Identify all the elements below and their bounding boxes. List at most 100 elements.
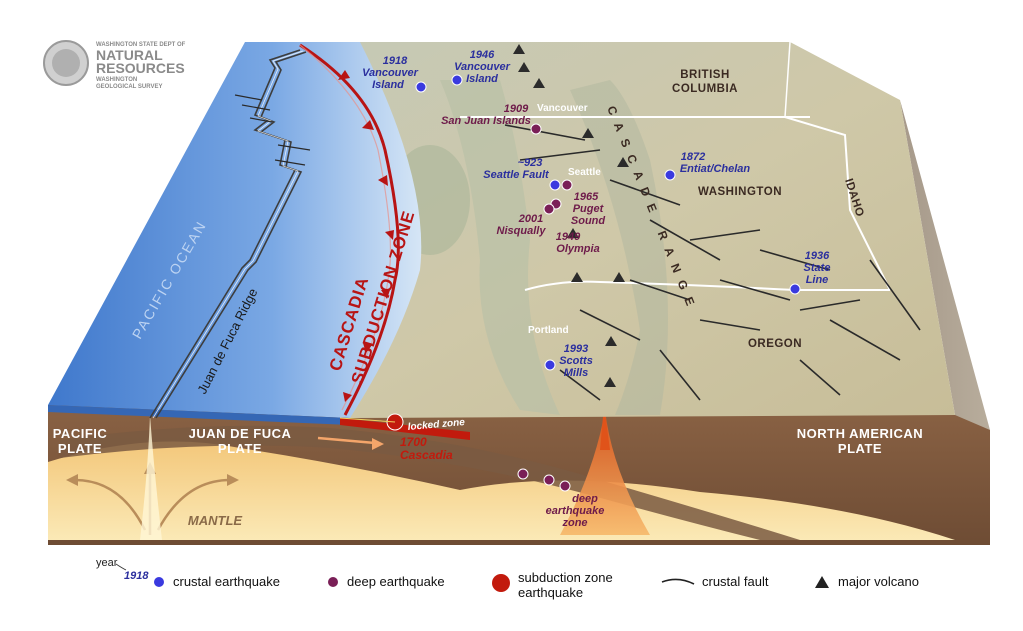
dnr-logo: WASHINGTON STATE DEPT OF NATURAL RESOURC… bbox=[43, 40, 186, 90]
bc-border bbox=[784, 41, 791, 118]
triangle-icon bbox=[604, 377, 616, 387]
legend-deep-earthquake: deep earthquake bbox=[347, 574, 445, 589]
eq-label: 2001 bbox=[518, 213, 543, 225]
eq-label: Mills bbox=[564, 367, 588, 379]
legend-crustal-fault: crustal fault bbox=[702, 574, 769, 589]
eq-label: Nisqually bbox=[497, 225, 547, 237]
legend-year-word: year bbox=[96, 557, 118, 569]
eq-label: 1949 bbox=[556, 231, 581, 243]
cascadia-1700-label-2: Cascadia bbox=[400, 448, 453, 462]
triangle-icon bbox=[582, 128, 594, 138]
deep-earthquakes-section bbox=[517, 468, 571, 492]
jdf-plate-label-2: PLATE bbox=[218, 441, 262, 456]
eq-label: 1965 bbox=[574, 191, 599, 203]
eq-label: Vancouver bbox=[362, 67, 419, 79]
puget-lowland bbox=[440, 80, 560, 415]
deep-zone-label-3: zone bbox=[561, 517, 587, 529]
pacific-plate-label-1: PACIFIC bbox=[53, 426, 108, 441]
deep-zone-label-2: earthquake bbox=[546, 505, 605, 517]
eq-label: 1936 bbox=[805, 250, 830, 262]
eq-label: 1918 bbox=[383, 55, 408, 67]
mantle-layer bbox=[48, 441, 955, 540]
ocean-surface bbox=[48, 42, 422, 418]
seattle-label: Seattle bbox=[568, 167, 601, 178]
map-earthquakes bbox=[415, 74, 801, 371]
oregon-label: OREGON bbox=[748, 338, 802, 350]
legend-year-example: 1918 bbox=[124, 570, 149, 582]
magma-conduit bbox=[600, 405, 610, 450]
eq-label: Sound bbox=[571, 215, 605, 227]
eq-label: Puget bbox=[573, 203, 605, 215]
triangle-icon bbox=[617, 157, 629, 167]
triangle-icon bbox=[567, 228, 579, 238]
triangle-icon bbox=[571, 272, 583, 282]
logo-line4: WASHINGTON bbox=[96, 77, 137, 83]
eq-label: 1872 bbox=[681, 151, 705, 163]
logo-line2: NATURAL bbox=[96, 47, 163, 63]
eq-label: State bbox=[804, 262, 831, 274]
political-borders bbox=[460, 116, 891, 291]
earthquake-labels: 1918 Vancouver Island 1946 Vancouver Isl… bbox=[362, 49, 830, 379]
jdf-plate-label-1: JUAN DE FUCA bbox=[189, 426, 292, 441]
legend-major-volcano: major volcano bbox=[838, 574, 919, 589]
ocean-front-edge bbox=[48, 405, 350, 425]
eq-label: Vancouver bbox=[454, 61, 511, 73]
subducting-slab bbox=[60, 425, 800, 540]
na-plate-label-1: NORTH AMERICAN bbox=[797, 426, 923, 441]
circle-icon bbox=[664, 169, 676, 181]
eq-label: 1946 bbox=[470, 49, 495, 61]
pacific-plate-label-2: PLATE bbox=[58, 441, 102, 456]
british-columbia-label-1: BRITISH bbox=[680, 69, 730, 81]
magma-plume bbox=[560, 410, 650, 535]
triangle-icon bbox=[613, 272, 625, 282]
british-columbia-label-2: COLUMBIA bbox=[672, 83, 738, 95]
locked-zone-band bbox=[340, 418, 470, 440]
circle-icon bbox=[789, 283, 801, 295]
legend-subduction-2: earthquake bbox=[518, 585, 583, 600]
circle-icon bbox=[530, 123, 542, 135]
eq-label: Olympia bbox=[556, 243, 599, 255]
washington-label: WASHINGTON bbox=[698, 186, 782, 198]
eq-label: Seattle Fault bbox=[483, 169, 550, 181]
circle-icon bbox=[415, 81, 427, 93]
triangle-icon bbox=[518, 62, 530, 72]
circle-icon bbox=[492, 574, 510, 592]
legend-crustal-earthquake: crustal earthquake bbox=[173, 574, 280, 589]
portland-label: Portland bbox=[528, 325, 569, 336]
circle-icon bbox=[544, 359, 556, 371]
eq-label: Island bbox=[372, 79, 404, 91]
eq-label: Entiat/Chelan bbox=[680, 163, 751, 175]
eq-label: Island bbox=[466, 73, 498, 85]
mantle-label: MANTLE bbox=[188, 513, 242, 528]
circle-icon bbox=[517, 468, 529, 480]
triangle-icon bbox=[533, 78, 545, 88]
volcano-icons bbox=[513, 44, 629, 387]
logo-line1: WASHINGTON STATE DEPT OF bbox=[96, 42, 186, 48]
na-plate-label-2: PLATE bbox=[838, 441, 882, 456]
cascade-range-shading bbox=[570, 80, 668, 415]
subduction-teeth bbox=[338, 70, 394, 402]
eq-label: 1909 bbox=[504, 103, 529, 115]
circle-icon bbox=[154, 577, 164, 587]
crustal-faults bbox=[504, 124, 921, 401]
plate-motion-arrow bbox=[317, 436, 376, 445]
eq-label: Line bbox=[806, 274, 829, 286]
fault-line-icon bbox=[661, 578, 695, 585]
triangle-icon bbox=[605, 336, 617, 346]
circle-icon bbox=[549, 179, 561, 191]
circle-icon bbox=[543, 203, 555, 215]
locked-zone-label: locked zone bbox=[407, 417, 465, 433]
triangle-icon bbox=[815, 576, 829, 588]
legend-subduction-1: subduction zone bbox=[518, 570, 613, 585]
logo-line5: GEOLOGICAL SURVEY bbox=[96, 84, 162, 90]
triangle-icon bbox=[513, 44, 525, 54]
eq-label: San Juan Islands bbox=[441, 115, 531, 127]
deep-zone-label-1: deep bbox=[572, 493, 598, 505]
eq-label: Scotts bbox=[559, 355, 593, 367]
cascadia-1700-label-1: 1700 bbox=[400, 435, 427, 449]
eq-label: 1993 bbox=[564, 343, 588, 355]
logo-line3: RESOURCES bbox=[96, 60, 185, 76]
circle-icon bbox=[559, 480, 571, 492]
subduction-zone-line bbox=[299, 43, 400, 416]
